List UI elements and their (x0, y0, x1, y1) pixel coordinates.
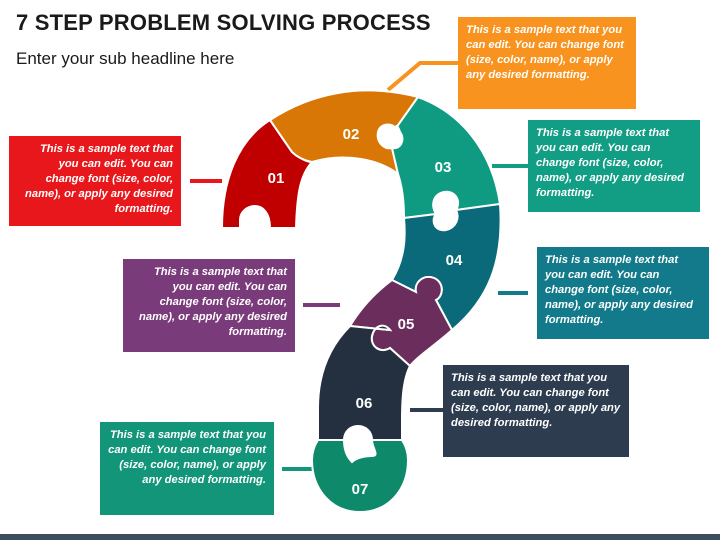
step-06-text: This is a sample text that you can edit.… (451, 372, 621, 429)
connector-lines (190, 61, 528, 471)
step-07-text: This is a sample text that you can edit.… (108, 429, 266, 486)
step-05-textbox: This is a sample text that you can edit.… (123, 259, 295, 352)
step-number-01: 01 (268, 170, 285, 187)
step-number-04: 04 (446, 252, 463, 269)
step-number-06: 06 (356, 395, 373, 412)
page-title: 7 STEP PROBLEM SOLVING PROCESS (16, 10, 431, 35)
connector-02 (386, 61, 458, 92)
step-number-02: 02 (343, 126, 360, 143)
step-02-text: This is a sample text that you can edit.… (466, 24, 624, 81)
puzzle-piece-01 (220, 118, 315, 229)
footer-bar (0, 534, 720, 540)
step-03-textbox: This is a sample text that you can edit.… (528, 120, 700, 212)
step-01-textbox: This is a sample text that you can edit.… (9, 136, 181, 226)
step-number-07: 07 (352, 481, 369, 498)
puzzle-piece-02 (268, 89, 420, 177)
step-04-text: This is a sample text that you can edit.… (545, 254, 693, 326)
step-03-text: This is a sample text that you can edit.… (536, 127, 684, 199)
step-01-text: This is a sample text that you can edit.… (25, 143, 173, 215)
puzzle-pieces (220, 89, 502, 514)
step-02-textbox: This is a sample text that you can edit.… (458, 17, 636, 109)
step-number-03: 03 (435, 159, 452, 176)
step-number-05: 05 (398, 316, 415, 333)
puzzle-piece-07 (310, 439, 410, 514)
page-subtitle: Enter your sub headline here (16, 49, 235, 68)
step-06-textbox: This is a sample text that you can edit.… (443, 365, 629, 457)
step-05-text: This is a sample text that you can edit.… (139, 266, 287, 338)
puzzle-piece-03 (390, 95, 502, 220)
step-04-textbox: This is a sample text that you can edit.… (537, 247, 709, 339)
step-07-textbox: This is a sample text that you can edit.… (100, 422, 274, 515)
